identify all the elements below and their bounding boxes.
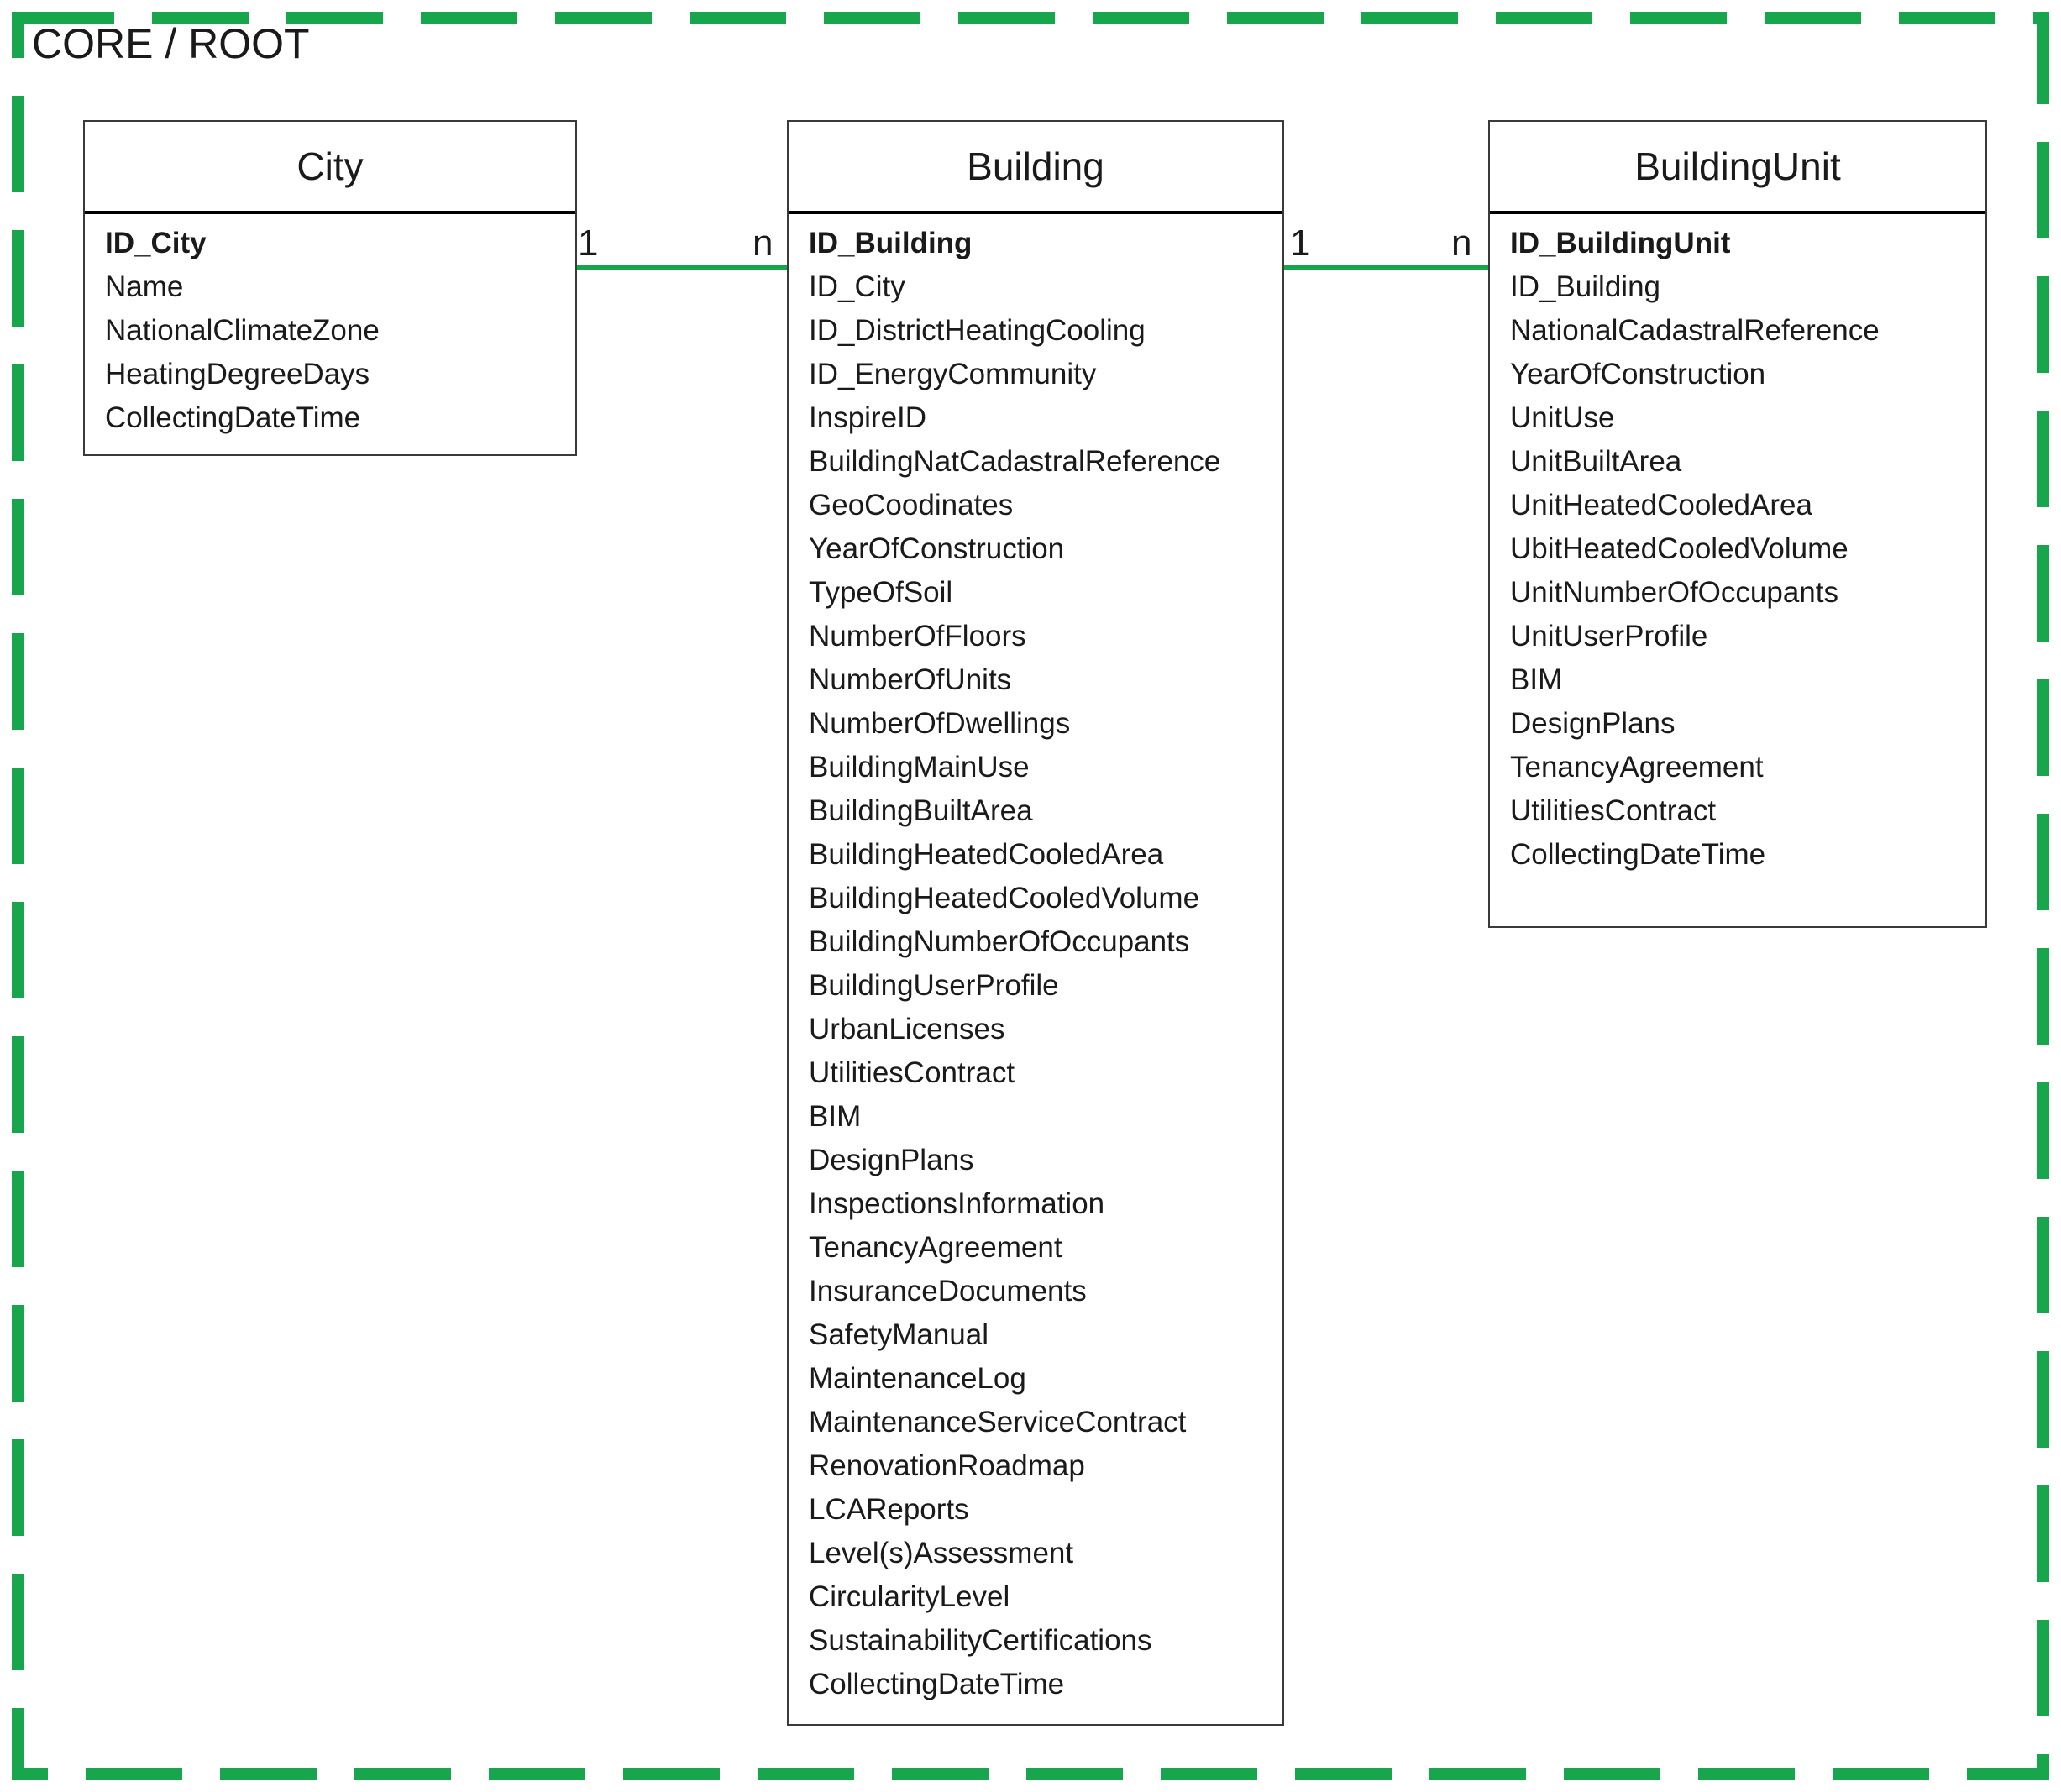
group-label: CORE / ROOT (32, 20, 310, 67)
attribute-row: Name (105, 270, 184, 303)
attribute-row: UrbanLicenses (809, 1013, 1005, 1045)
cardinality-building-left-side: n (753, 223, 774, 264)
attribute-row: CollectingDateTime (1510, 838, 1766, 871)
attribute-row: UtilitiesContract (809, 1056, 1015, 1089)
attribute-row: BuildingNatCadastralReference (809, 445, 1221, 478)
attribute-row: ID_Building (809, 227, 973, 259)
attribute-row: NumberOfUnits (809, 663, 1012, 696)
attribute-row: YearOfConstruction (809, 532, 1065, 565)
attribute-row: MaintenanceServiceContract (809, 1406, 1187, 1438)
attribute-row: ID_DistrictHeatingCooling (809, 314, 1146, 347)
attribute-row: UnitHeatedCooledArea (1510, 489, 1812, 521)
entity-title-city: City (85, 122, 575, 214)
attribute-row: UnitNumberOfOccupants (1510, 576, 1838, 609)
attribute-row: NationalClimateZone (105, 314, 380, 347)
attribute-row: GeoCoodinates (809, 489, 1014, 521)
attribute-row: LCAReports (809, 1493, 969, 1526)
attribute-row: YearOfConstruction (1510, 358, 1766, 390)
cardinality-buildingunit-side: n (1451, 223, 1472, 264)
attribute-row: SafetyManual (809, 1318, 989, 1351)
attribute-row: TypeOfSoil (809, 576, 953, 609)
attribute-row: BuildingUserProfile (809, 969, 1059, 1002)
cardinality-building-right-side: 1 (1290, 223, 1311, 264)
entity-title-building: Building (789, 122, 1282, 214)
attribute-row: SustainabilityCertifications (809, 1624, 1152, 1657)
attribute-row: Level(s)Assessment (809, 1537, 1074, 1569)
attribute-row: BIM (1510, 663, 1563, 696)
attribute-row: NumberOfFloors (809, 620, 1026, 652)
attribute-row: BuildingBuiltArea (809, 794, 1033, 827)
attribute-row: BuildingHeatedCooledArea (809, 838, 1164, 871)
attribute-row: RenovationRoadmap (809, 1449, 1085, 1482)
attribute-row: TenancyAgreement (809, 1231, 1062, 1264)
attribute-row: ID_City (809, 270, 905, 303)
attribute-row: DesignPlans (1510, 707, 1676, 740)
attribute-row: TenancyAgreement (1510, 751, 1764, 783)
attribute-row: ID_Building (1510, 270, 1660, 303)
attribute-row: UnitBuiltArea (1510, 445, 1682, 478)
group-boundary-dashed-border (12, 12, 2049, 1780)
attribute-row: InsuranceDocuments (809, 1275, 1087, 1307)
attribute-row: BuildingMainUse (809, 751, 1030, 783)
attribute-row: UbitHeatedCooledVolume (1510, 532, 1849, 565)
attribute-row: NumberOfDwellings (809, 707, 1071, 740)
attribute-row: CollectingDateTime (809, 1668, 1065, 1700)
attribute-row: UtilitiesContract (1510, 794, 1717, 827)
cardinality-city-side: 1 (578, 223, 599, 264)
attribute-row: DesignPlans (809, 1144, 974, 1176)
attribute-row: UnitUse (1510, 401, 1615, 434)
attribute-row: UnitUserProfile (1510, 620, 1708, 652)
attribute-row: ID_BuildingUnit (1510, 227, 1731, 259)
attribute-row: ID_EnergyCommunity (809, 358, 1097, 390)
entity-title-buildingunit: BuildingUnit (1490, 122, 1985, 214)
attribute-row: MaintenanceLog (809, 1362, 1026, 1395)
attribute-row: InspectionsInformation (809, 1187, 1105, 1220)
attribute-row: InspireID (809, 401, 927, 434)
attribute-row: HeatingDegreeDays (105, 358, 370, 390)
attribute-row: BIM (809, 1100, 862, 1133)
attribute-row: NationalCadastralReference (1510, 314, 1880, 347)
attribute-row: BuildingHeatedCooledVolume (809, 882, 1200, 914)
attribute-row: CircularityLevel (809, 1580, 1010, 1613)
attribute-row: ID_City (105, 227, 207, 259)
attribute-row: BuildingNumberOfOccupants (809, 925, 1190, 958)
attribute-row: CollectingDateTime (105, 401, 361, 434)
